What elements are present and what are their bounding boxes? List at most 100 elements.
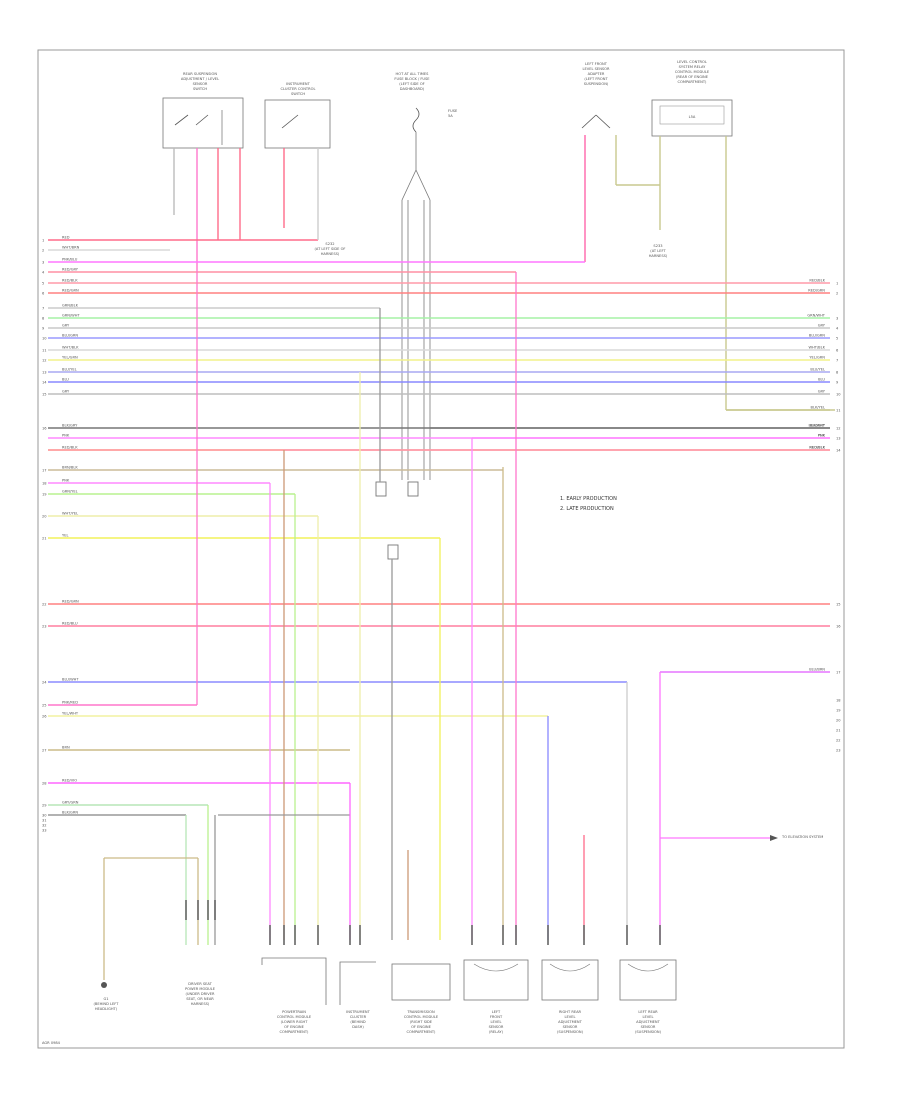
wire-label-left: RED/GRN [62, 289, 79, 293]
splice-text: S233 [653, 244, 662, 248]
wire-label-right: BLK/GRY [810, 424, 826, 428]
component-label: LEVEL [642, 1015, 653, 1019]
component-label: LEVEL CONTROL [677, 60, 707, 64]
right-pin-number: 23 [836, 749, 841, 753]
bottom-vertical-leads [103, 270, 830, 980]
component-label: (BEHIND [350, 1020, 366, 1024]
bottom-component-left-front-sensor: LEFT FRONT LEVEL SENSOR (RELAY) [463, 959, 529, 1034]
left-pin-number: 25 [42, 704, 47, 708]
right-pin-number: 7 [836, 359, 838, 363]
splice-text: HARNESS) [321, 252, 340, 256]
component-label: SEAT, OR NEAR [186, 997, 214, 1001]
fuse-value: 5A [448, 114, 453, 118]
left-pin-number: 26 [42, 715, 47, 719]
component-label: LEFT REAR [638, 1010, 658, 1014]
component-label: ADJUSTMENT [558, 1020, 582, 1024]
top-component-instrument-switch: INSTRUMENT CLUSTER CONTROL SWITCH [264, 82, 331, 149]
bottom-component-left-rear-sensor: LEFT REAR LEVEL ADJUSTMENT SENSOR (SUSPE… [619, 959, 677, 1034]
right-pin-number: 16 [836, 625, 841, 629]
component-label: POWER MODULE [185, 987, 216, 991]
bottom-component-instrument-cluster: INSTRUMENT CLUSTER (BEHIND DASH) [339, 961, 376, 1029]
component-label: (UNDER DRIVER [186, 992, 215, 996]
wire-label-left: RED/BLU [62, 622, 78, 626]
component-label: LEFT [492, 1010, 501, 1014]
component-label: TRANSMISSION [406, 1010, 435, 1014]
component-label: ADJUSTMENT [636, 1020, 660, 1024]
wire-label-left: GRN/WHT [62, 314, 80, 318]
splice-label-s2: S233 (AT LEFT HARNESS) [649, 244, 668, 258]
splice-text: HARNESS) [649, 254, 668, 258]
component-label: OF ENGINE [411, 1025, 432, 1029]
component-label: POWERTRAIN [282, 1010, 306, 1014]
left-pin-number: 16 [42, 427, 47, 431]
right-pin-number: 5 [836, 337, 838, 341]
wire-label-left: GRY/GRN [62, 801, 79, 805]
wire-label-left: GRN/BLK [62, 304, 79, 308]
component-label: INSTRUMENT [346, 1010, 370, 1014]
right-pin-number: 21 [836, 729, 841, 733]
left-pin-number: 8 [42, 317, 45, 321]
component-label: (LEFT FRONT [584, 77, 608, 81]
wire-label-right: BLK/YEL [810, 406, 825, 410]
component-label: (SUSPENSION) [635, 1030, 662, 1034]
component-label: (SUSPENSION) [557, 1030, 584, 1034]
left-pin-number: 5 [42, 282, 44, 286]
wire-label-left: PNK [62, 479, 70, 483]
footer-reference: AGR 0984 [42, 1041, 61, 1045]
left-pin-number: 30 [42, 814, 47, 818]
left-pin-number: 17 [42, 469, 47, 473]
right-pin-number: 2 [836, 292, 838, 296]
right-pin-number: 15 [836, 603, 841, 607]
bottom-component-transmission-module: TRANSMISSION CONTROL MODULE (RIGHT SIDE … [391, 963, 451, 1034]
wire-label-right: PNK [818, 434, 826, 438]
bottom-connector-ticks [185, 900, 661, 945]
component-label: LEVEL [490, 1020, 501, 1024]
wire-label-left: PNK/RED [62, 701, 78, 705]
component-label: HOT AT ALL TIMES [396, 72, 430, 76]
left-pin-number: 29 [42, 804, 47, 808]
wire-label-left: YEL/WHT [62, 712, 79, 716]
component-label: SWITCH [291, 92, 305, 96]
right-pin-number: 18 [836, 699, 841, 703]
left-pin-number: 1 [42, 239, 44, 243]
wire-label-right: BLU/YEL [810, 368, 825, 372]
wire-label-right: GRY [818, 390, 826, 394]
wire-label-left: YEL [62, 534, 68, 538]
wire-label-right: BLU/GRN [809, 334, 825, 338]
wire-label-left: BLK/GRN [62, 811, 78, 815]
right-pin-number: 4 [836, 327, 839, 331]
wire-label-left: RED/GRN [62, 600, 79, 604]
left-pin-number: 7 [42, 307, 44, 311]
left-pin-number: 31 [42, 819, 47, 823]
wire-label-left: RED/VIO [62, 779, 77, 783]
wire-label-right: RED/GRN [808, 289, 825, 293]
wire-label-right: BLU/BRN [809, 668, 825, 672]
arrow-icon [770, 835, 778, 841]
wires-left-group: REDWHT/BRNPNK/BLURED/GRYGRN/BLKBRN/BLKPN… [48, 236, 830, 816]
fuse-lead-bundle [375, 200, 431, 560]
wire-label-right: RED/BLK [809, 446, 825, 450]
component-label: CONTROL MODULE [404, 1015, 439, 1019]
wire-label-left: BLK/GRY [62, 424, 78, 428]
wire-label-left: PNK [62, 434, 70, 438]
right-pin-number: 13 [836, 437, 841, 441]
component-label: (RIGHT SIDE [410, 1020, 433, 1024]
wire-label-left: PNK/BLU [62, 258, 78, 262]
left-pin-number: 33 [42, 829, 47, 833]
left-pin-number: 18 [42, 482, 47, 486]
component-label: LEVEL SENSOR [583, 67, 610, 71]
component-label: SENSOR [193, 82, 208, 86]
left-pin-number: 20 [42, 515, 47, 519]
side-note-text: TO ELEVATION SYSTEM [781, 835, 823, 839]
module-box-label: L5A [689, 115, 696, 119]
wire-label-right: YEL/GRN [809, 356, 825, 360]
left-pin-number: 27 [42, 749, 47, 753]
left-pin-number: 10 [42, 337, 47, 341]
wire-label-left: WHT/BLK [62, 346, 79, 350]
left-pin-number: 21 [42, 537, 47, 541]
right-pin-number: 8 [836, 371, 839, 375]
bottom-component-ground: G1 (BEHIND LEFT HEADLIGHT) [94, 982, 119, 1011]
wire-label-left: RED/BLK [62, 446, 78, 450]
wire-label-right: GRN/WHT [807, 314, 825, 318]
